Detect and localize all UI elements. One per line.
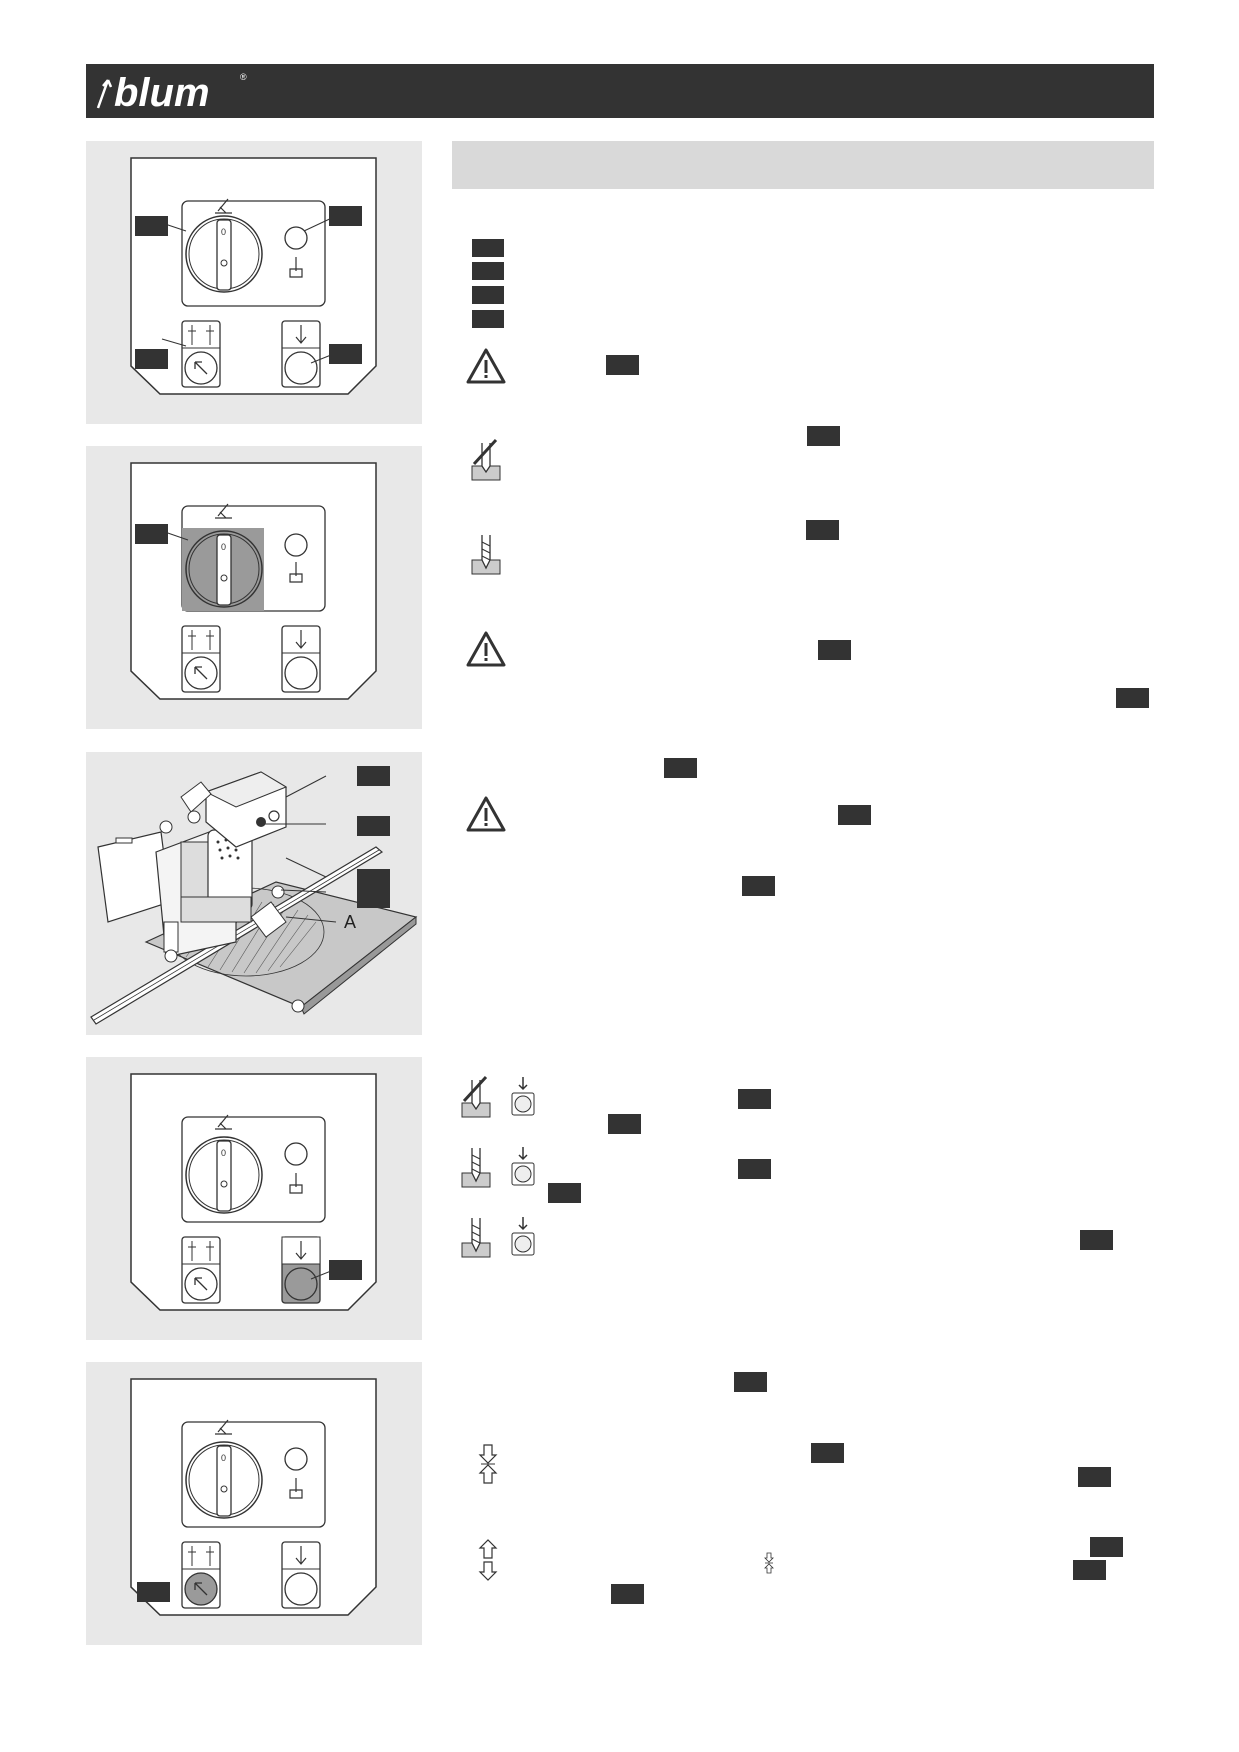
ref-box <box>811 1443 844 1463</box>
ref-box <box>135 349 168 369</box>
ref-box <box>608 1114 641 1134</box>
drill-active-icon <box>460 1215 492 1264</box>
ref-box <box>329 1260 362 1280</box>
ref-box <box>357 888 390 908</box>
panel-control-overview: 0 <box>86 141 422 424</box>
clamp-out-icon <box>478 1538 498 1587</box>
svg-text:blum: blum <box>114 71 210 115</box>
list-marker <box>472 286 504 304</box>
ref-box <box>606 355 639 375</box>
press-button-icon <box>510 1145 536 1194</box>
ref-box <box>807 426 840 446</box>
header-bar <box>86 64 1154 118</box>
section-title-bar <box>452 141 1154 189</box>
ref-box <box>135 216 168 236</box>
ref-box <box>1116 688 1149 708</box>
svg-text:0: 0 <box>221 542 226 552</box>
warning-triangle-icon <box>465 630 507 673</box>
drill-active-icon <box>470 532 502 581</box>
ref-box <box>818 640 851 660</box>
svg-text:0: 0 <box>221 1453 226 1463</box>
panel-clamp-button: 0 <box>86 1362 422 1645</box>
ref-box <box>1073 1560 1106 1580</box>
svg-text:0: 0 <box>221 1148 226 1158</box>
ref-box <box>1078 1467 1111 1487</box>
warning-triangle-icon <box>465 795 507 838</box>
ref-box <box>357 869 390 889</box>
ref-box <box>137 1582 170 1602</box>
panel-main-switch: 0 <box>86 446 422 729</box>
clamp-in-icon <box>478 1443 498 1490</box>
panel-machine-illustration: A <box>86 752 422 1035</box>
ref-box <box>1090 1537 1123 1557</box>
svg-text:®: ® <box>240 72 247 82</box>
ref-box <box>329 344 362 364</box>
ref-box <box>357 766 390 786</box>
clamp-in-small-icon <box>764 1552 774 1579</box>
ref-box <box>664 758 697 778</box>
press-button-icon <box>510 1075 536 1124</box>
ref-box <box>357 816 390 836</box>
ref-box <box>738 1089 771 1109</box>
ref-box <box>329 206 362 226</box>
ref-box <box>806 520 839 540</box>
drill-blocked-icon <box>470 438 502 487</box>
ref-box <box>1080 1230 1113 1250</box>
ref-box <box>742 876 775 896</box>
warning-triangle-icon <box>465 347 507 390</box>
ref-box <box>135 524 168 544</box>
ref-box <box>738 1159 771 1179</box>
list-marker <box>472 310 504 328</box>
drill-active-icon <box>460 1145 492 1194</box>
panel-feed-button: 0 <box>86 1057 422 1340</box>
ref-box <box>734 1372 767 1392</box>
ref-box <box>548 1183 581 1203</box>
blum-logo: blum ® <box>94 66 254 116</box>
list-marker <box>472 262 504 280</box>
svg-text:0: 0 <box>221 227 226 237</box>
callout-letter-a: A <box>344 912 356 932</box>
ref-box <box>838 805 871 825</box>
list-marker <box>472 239 504 257</box>
drill-blocked-icon <box>460 1075 492 1124</box>
ref-box <box>611 1584 644 1604</box>
press-button-icon <box>510 1215 536 1264</box>
